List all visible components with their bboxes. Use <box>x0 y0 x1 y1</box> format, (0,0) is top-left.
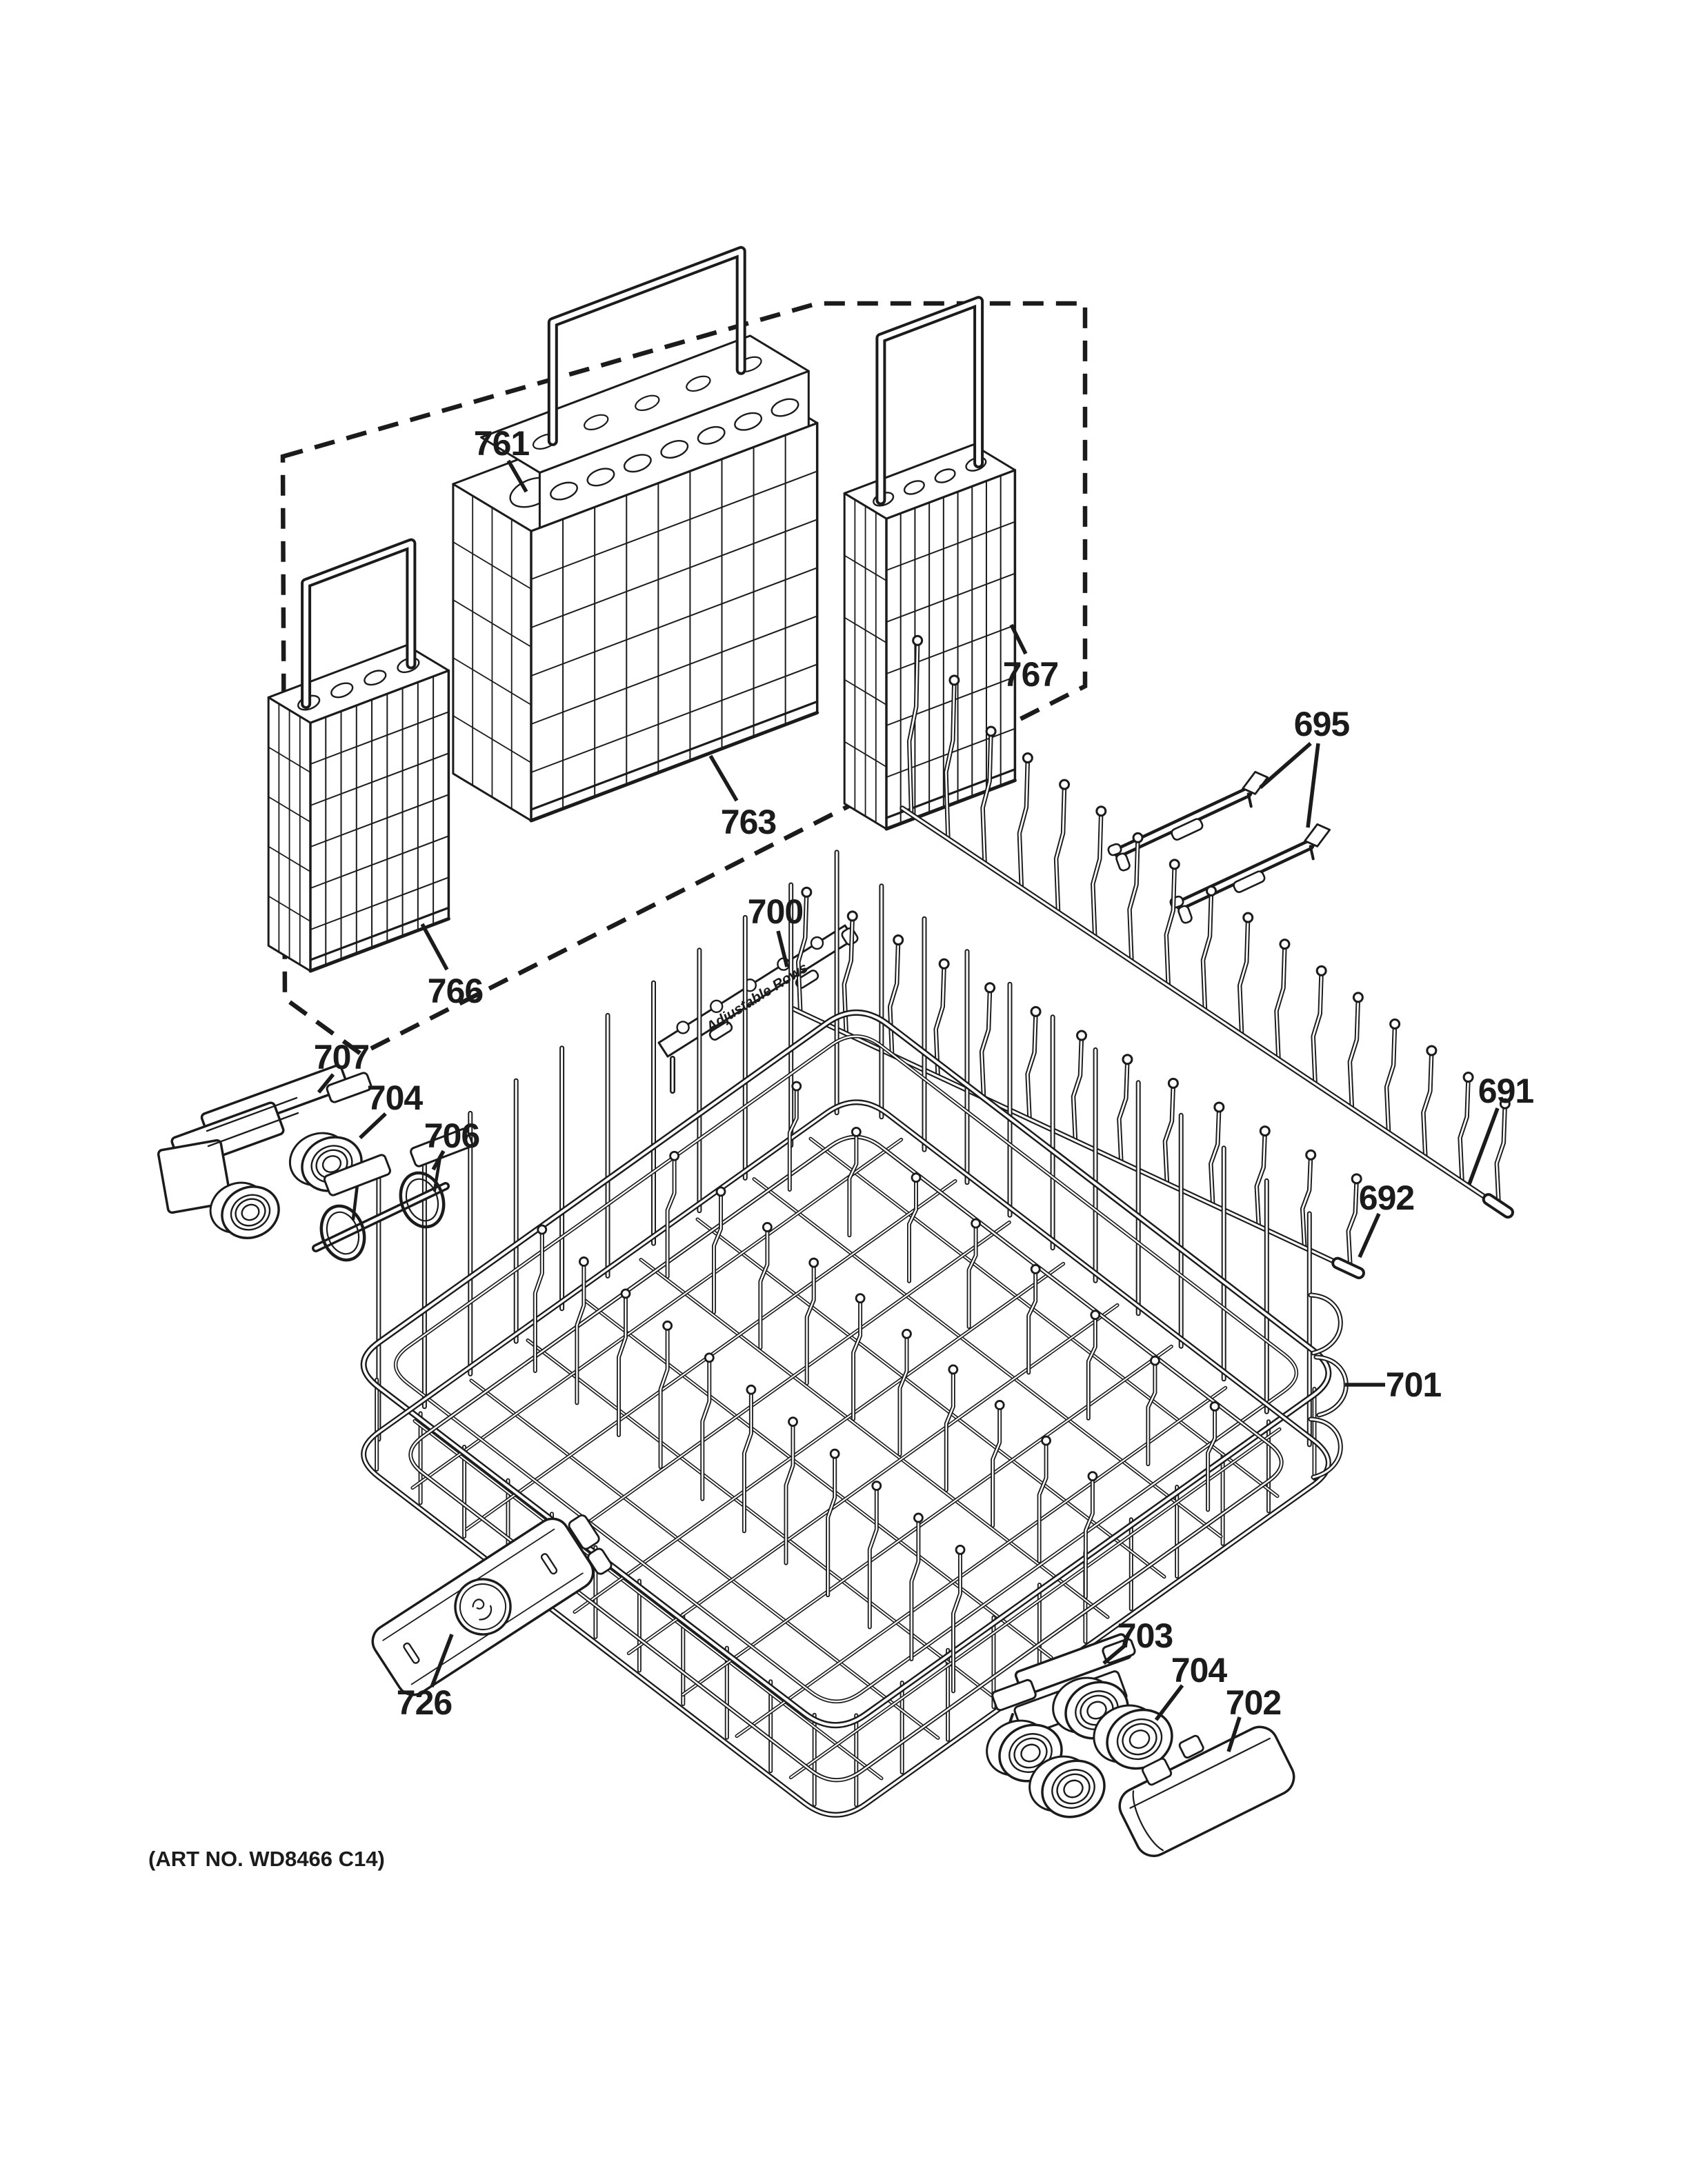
callout-label-center-silverware-basket: 763 <box>721 803 776 841</box>
roller-wheel-lower-free-drawing <box>1028 1755 1106 1819</box>
callout-leader-line <box>359 1112 387 1139</box>
left-silverware-basket-drawing <box>267 538 450 973</box>
lower-rack-drawing <box>360 850 1349 1818</box>
basket-kit-dashed-outline <box>280 301 1088 1056</box>
callout-front-badge-panel: 726 <box>397 1634 454 1722</box>
callout-label-roller-wheel-right: 704 <box>1171 1651 1228 1690</box>
callout-lower-rack-body: 701 <box>1345 1365 1442 1404</box>
callout-leader-line <box>1102 1643 1126 1665</box>
art-number: (ART NO. WD8466 C14) <box>148 1847 385 1871</box>
callout-label-silverware-basket-kit-outline: 761 <box>474 424 530 463</box>
callout-leader-line <box>431 1150 446 1171</box>
tine-retainer-clip-drawing <box>1107 770 1269 872</box>
callout-roller-wheel-left: 704 <box>359 1079 424 1139</box>
rear-roller-bracket-drawing <box>157 1064 372 1214</box>
callout-center-silverware-basket: 763 <box>708 754 777 841</box>
callout-roller-cover: 702 <box>1226 1683 1282 1752</box>
center-silverware-basket-drawing <box>452 246 819 823</box>
callout-label-rear-roller-bracket: 707 <box>314 1038 369 1076</box>
front-roller-assembly-drawing <box>312 1128 473 1262</box>
callout-label-tine-retainer-clips: 695 <box>1294 705 1350 743</box>
callout-leader-line <box>1154 1684 1184 1721</box>
callout-leader-line <box>430 1634 454 1687</box>
callout-leader-line <box>420 923 449 971</box>
rear-fold-down-tine-row-drawing <box>899 634 1514 1219</box>
callout-left-silverware-basket: 766 <box>420 923 484 1010</box>
adjustable-rows-rail-drawing <box>657 924 859 1094</box>
adjustable-rows-marking: Adjustable Rows <box>703 960 811 1036</box>
callout-label-rear-fold-down-tine-row: 691 <box>1478 1072 1534 1110</box>
callout-leader-line <box>317 1073 335 1094</box>
callout-label-right-silverware-basket: 767 <box>1003 655 1058 694</box>
callout-label-left-silverware-basket: 766 <box>428 972 483 1010</box>
roller-wheel-left-b-drawing <box>209 1181 280 1239</box>
callout-leader-line <box>506 459 528 493</box>
part-callouts: 7617667637677006956916927017077047067267… <box>314 424 1534 1752</box>
callout-right-roller-bracket: 703 <box>1102 1616 1173 1665</box>
callout-silverware-basket-kit-outline: 761 <box>474 424 530 493</box>
callout-leader-line <box>1226 1716 1242 1752</box>
callout-front-fold-down-tine-row: 692 <box>1358 1179 1415 1259</box>
callout-leader-line <box>776 930 789 968</box>
callout-label-lower-rack-body: 701 <box>1386 1365 1442 1404</box>
callout-leader-line <box>708 754 739 802</box>
tine-retainer-clip-drawing <box>1169 823 1331 924</box>
callout-leader-line <box>1306 743 1320 828</box>
callout-rear-roller-bracket: 707 <box>314 1038 370 1094</box>
callout-leader-line <box>1467 1108 1500 1185</box>
callout-label-front-fold-down-tine-row: 692 <box>1359 1179 1414 1217</box>
callout-label-roller-wheel-left: 704 <box>367 1079 424 1117</box>
right-silverware-basket-drawing <box>843 296 1017 831</box>
callout-leader-line <box>1358 1212 1381 1259</box>
callout-label-roller-cover: 702 <box>1226 1683 1281 1722</box>
front-badge-panel-drawing <box>371 1514 613 1696</box>
callout-leader-line <box>1259 741 1312 790</box>
diagram-artwork <box>157 246 1514 1857</box>
callout-right-silverware-basket: 767 <box>1003 623 1059 694</box>
callout-label-front-roller-assembly: 706 <box>424 1116 479 1155</box>
callout-rear-fold-down-tine-row: 691 <box>1467 1072 1534 1185</box>
callout-tine-retainer-clips: 695 <box>1259 705 1350 828</box>
callout-front-roller-assembly: 706 <box>424 1116 480 1171</box>
front-fold-down-tine-row-drawing <box>789 886 1365 1279</box>
callout-leader-line <box>1009 623 1028 655</box>
roller-cover-drawing <box>1118 1725 1295 1857</box>
roller-wheel-bracket-a-drawing <box>1052 1676 1129 1740</box>
roller-wheel-right-free-drawing <box>1093 1704 1173 1770</box>
callout-label-right-roller-bracket: 703 <box>1117 1616 1173 1655</box>
callout-adjustable-rows-rail: 700 <box>748 892 804 968</box>
callout-label-adjustable-rows-rail: 700 <box>748 892 803 931</box>
callout-roller-wheel-right: 704 <box>1154 1651 1228 1721</box>
callout-label-front-badge-panel: 726 <box>397 1683 452 1722</box>
